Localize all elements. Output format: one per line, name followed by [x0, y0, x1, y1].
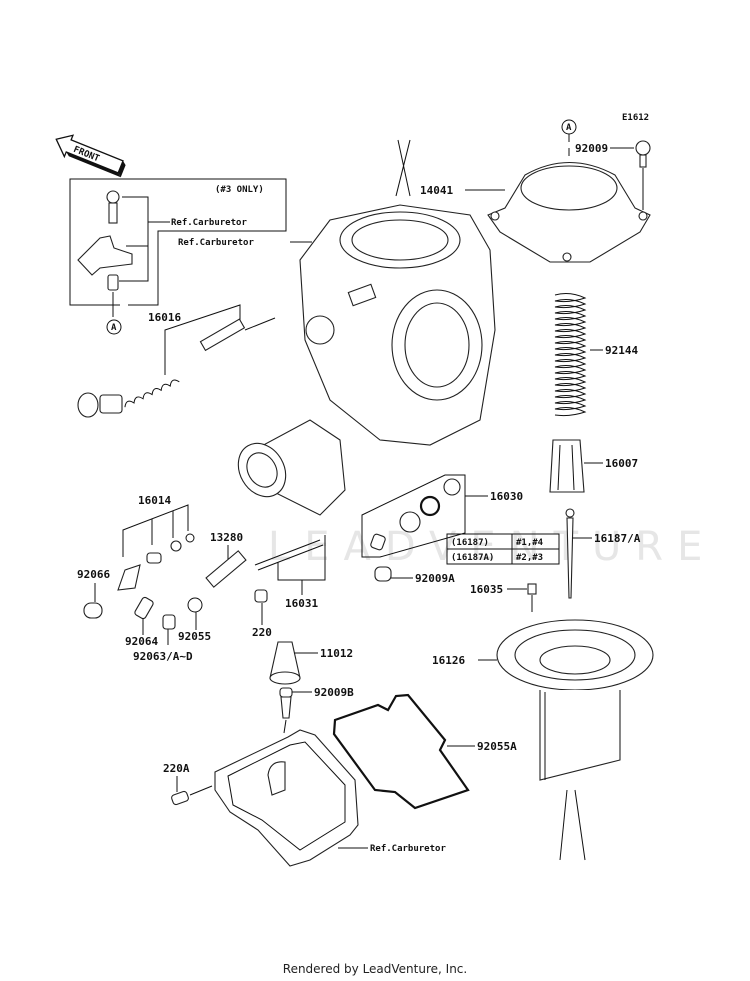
diagram-code: E1612: [622, 113, 649, 123]
part-13280: 13280 92055 92064 92063/A~D: [125, 531, 247, 663]
note-box-label: (#3 ONLY): [215, 185, 264, 195]
part-16014: 16014 92066: [77, 494, 195, 619]
part-16035: 16035: [470, 583, 537, 612]
part-label-16126: 16126: [432, 654, 465, 667]
front-arrow-icon: FRONT: [55, 134, 126, 178]
part-label-16014: 16014: [138, 494, 171, 507]
callout-a-left: A: [111, 323, 117, 333]
watermark: LEADVENTURE: [268, 524, 716, 570]
note-box: (#3 ONLY) Ref.Carburetor A: [69, 178, 287, 335]
part-label-92144: 92144: [605, 344, 638, 357]
variant-row-2-cyl: #2,#3: [516, 553, 543, 563]
part-label-220A: 220A: [163, 762, 190, 775]
variant-row-1-part: (16187): [451, 538, 489, 548]
part-label-92055A: 92055A: [477, 740, 517, 753]
ref-carburetor-label-3: Ref.Carburetor: [370, 844, 446, 854]
part-label-92066: 92066: [77, 568, 110, 581]
part-label-220: 220: [252, 626, 272, 639]
part-label-16187: 16187/A: [594, 532, 641, 545]
part-label-92009B: 92009B: [314, 686, 354, 699]
part-14041: A 14041 92009: [420, 119, 651, 263]
part-92144: 92144: [554, 293, 638, 417]
part-220: 220: [252, 589, 272, 639]
variant-row-2-part: (16187A): [451, 553, 494, 563]
part-92009B: 92009B: [279, 686, 354, 719]
variant-row-1-cyl: #1,#4: [516, 538, 544, 548]
part-label-16007: 16007: [605, 457, 638, 470]
part-label-16016: 16016: [148, 311, 181, 324]
spring-coil: [554, 293, 587, 417]
footer-credit: Rendered by LeadVenture, Inc.: [282, 962, 468, 976]
ref-carburetor-label-1: Ref.Carburetor: [171, 218, 247, 228]
part-label-16035: 16035: [470, 583, 503, 596]
part-label-13280: 13280: [210, 531, 243, 544]
part-label-92009A: 92009A: [415, 572, 455, 585]
part-label-16030: 16030: [490, 490, 523, 503]
carburetor-body: Ref.Carburetor: [178, 139, 496, 446]
part-label-92064: 92064: [125, 635, 158, 648]
part-16187: 16187/A: [565, 508, 641, 599]
part-intake-funnel: 16031: [237, 419, 346, 610]
float-bowl: Ref.Carburetor: [214, 719, 446, 867]
part-label-92055: 92055: [178, 630, 211, 643]
part-label-92009: 92009: [575, 142, 608, 155]
part-92009A: 92009A: [374, 566, 455, 585]
part-16126: 16126: [432, 619, 654, 861]
ref-carburetor-label-2: Ref.Carburetor: [178, 238, 254, 248]
part-label-14041: 14041: [420, 184, 453, 197]
variant-table: (16187) #1,#4 (16187A) #2,#3: [446, 533, 560, 565]
part-label-11012: 11012: [320, 647, 353, 660]
part-16030: 16030: [361, 474, 523, 558]
part-label-16031: 16031: [285, 597, 318, 610]
part-16007: 16007: [549, 439, 638, 493]
part-220A: 220A: [163, 762, 213, 806]
part-92055A: 92055A: [332, 693, 517, 810]
part-16016: 16016: [77, 304, 276, 418]
callout-a-right: A: [566, 123, 572, 133]
part-label-92063: 92063/A~D: [133, 650, 193, 663]
part-11012: 11012: [269, 641, 353, 685]
